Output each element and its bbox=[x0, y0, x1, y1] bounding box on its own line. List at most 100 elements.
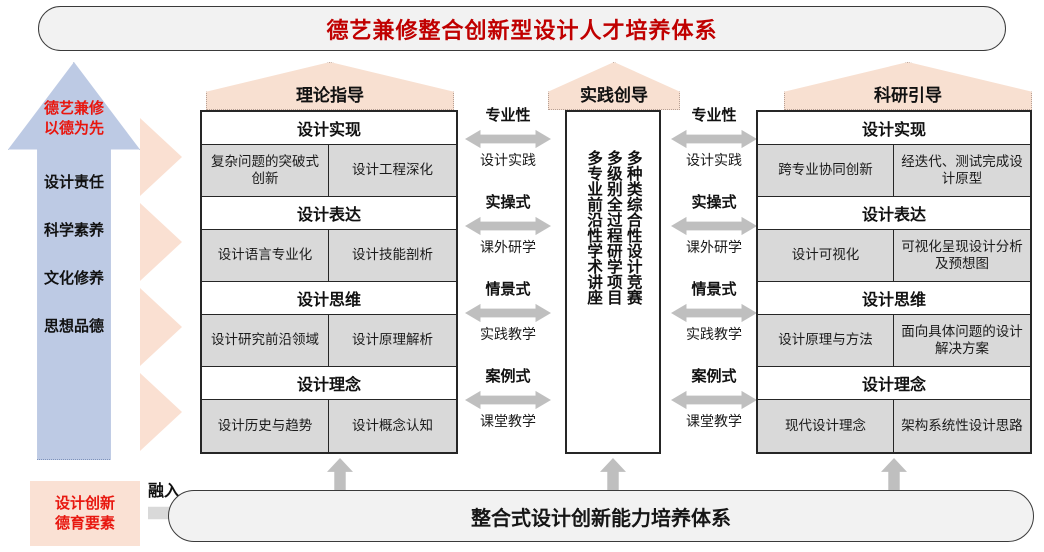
double-arrow-icon-l0 bbox=[465, 129, 551, 149]
double-arrow-icon-r3 bbox=[671, 390, 757, 410]
connector-left-bottom-3: 课堂教学 bbox=[480, 414, 536, 430]
banner-practice-creation: 实践创导 bbox=[548, 62, 680, 110]
left-section-3-head: 设计理念 bbox=[202, 367, 456, 400]
connector-column-right: 专业性 设计实践 实操式 课外研学 情景式 实践教学 案例式 课堂教学 bbox=[668, 108, 760, 456]
connector-left-top-1: 实操式 bbox=[485, 193, 531, 211]
connector-right-top-1: 实操式 bbox=[691, 193, 737, 211]
moral-arrow-header: 德艺兼修 以德为先 bbox=[44, 98, 104, 139]
left-section-3-cell-1: 设计概念认知 bbox=[352, 417, 433, 434]
left-section-0-row: 复杂问题的突破式创新 设计工程深化 bbox=[202, 145, 456, 197]
banner-practice-label: 实践创导 bbox=[580, 86, 648, 106]
banner-research-label: 科研引导 bbox=[874, 86, 942, 106]
double-arrow-icon-r0 bbox=[671, 129, 757, 149]
chevron-arrow-icon-0 bbox=[140, 118, 182, 196]
connector-column-left: 专业性 设计实践 实操式 课外研学 情景式 实践教学 案例式 课堂教学 bbox=[462, 108, 554, 456]
double-arrow-icon-l2 bbox=[465, 303, 551, 323]
main-title-banner: 德艺兼修整合创新型设计人才培养体系 bbox=[38, 6, 1006, 51]
double-arrow-icon-r2 bbox=[671, 303, 757, 323]
page-title: 德艺兼修整合创新型设计人才培养体系 bbox=[326, 18, 718, 44]
right-section-3-cell-0: 现代设计理念 bbox=[758, 400, 894, 452]
center-column-0: 多种类综合性设计竞赛 bbox=[624, 150, 643, 305]
connector-right-top-0: 专业性 bbox=[691, 106, 737, 124]
moral-elements-text: 设计创新 德育要素 bbox=[55, 494, 115, 533]
bottom-system-label: 整合式设计创新能力培养体系 bbox=[471, 505, 731, 530]
connector-left-bottom-0: 设计实践 bbox=[480, 153, 536, 169]
double-arrow-icon-l1 bbox=[465, 216, 551, 236]
moral-arrow-item-2: 文化修养 bbox=[43, 268, 104, 287]
left-section-0-head: 设计实现 bbox=[202, 112, 456, 145]
right-section-2-cell-0: 设计原理与方法 bbox=[758, 315, 894, 366]
center-column-2: 多专业前沿性学术讲座 bbox=[585, 150, 604, 305]
connector-left-group-0: 专业性 设计实践 bbox=[462, 108, 554, 195]
right-section-1-cell-1: 可视化呈现设计分析及预想图 bbox=[901, 238, 1023, 272]
right-section-0-head: 设计实现 bbox=[758, 112, 1030, 145]
center-practice-panel: 多种类综合性设计竞赛 多级别全过程研学项目 多专业前沿性学术讲座 bbox=[565, 110, 661, 454]
moral-elements-line2: 德育要素 bbox=[54, 513, 115, 532]
left-section-1-head: 设计表达 bbox=[202, 197, 456, 230]
right-capability-panel: 设计实现 跨专业协同创新 经迭代、测试完成设计原型 设计表达 设计可视化 可视化… bbox=[756, 110, 1032, 454]
right-section-3-head: 设计理念 bbox=[758, 367, 1030, 400]
left-section-1-cell-0: 设计语言专业化 bbox=[202, 230, 329, 281]
banner-research-guidance: 科研引导 bbox=[784, 62, 1032, 110]
up-arrow-icon-left bbox=[327, 458, 353, 491]
right-section-0-cell-1: 经迭代、测试完成设计原型 bbox=[901, 153, 1023, 187]
right-section-1-row: 设计可视化 可视化呈现设计分析及预想图 bbox=[758, 230, 1030, 282]
up-arrow-icon-center bbox=[600, 458, 626, 491]
chevron-arrow-icon-3 bbox=[140, 373, 182, 451]
center-column-1: 多级别全过程研学项目 bbox=[604, 150, 623, 305]
banner-theory-label: 理论指导 bbox=[296, 86, 364, 106]
right-section-1-head: 设计表达 bbox=[758, 197, 1030, 230]
left-section-3-row: 设计历史与趋势 设计概念认知 bbox=[202, 400, 456, 452]
connector-left-top-0: 专业性 bbox=[485, 106, 531, 124]
moral-arrow-header-line2: 以德为先 bbox=[43, 119, 104, 138]
right-section-2-row: 设计原理与方法 面向具体问题的设计解决方案 bbox=[758, 315, 1030, 367]
connector-left-top-3: 案例式 bbox=[485, 367, 531, 385]
connector-left-group-3: 案例式 课堂教学 bbox=[462, 369, 554, 456]
right-section-2-head: 设计思维 bbox=[758, 282, 1030, 315]
banner-theory-guidance: 理论指导 bbox=[206, 62, 454, 110]
moral-arrow-item-0: 设计责任 bbox=[43, 172, 104, 191]
connector-left-bottom-1: 课外研学 bbox=[480, 240, 536, 256]
left-section-0-cell-0: 复杂问题的突破式创新 bbox=[202, 145, 329, 196]
connector-left-group-2: 情景式 实践教学 bbox=[462, 282, 554, 369]
connector-right-bottom-0: 设计实践 bbox=[686, 153, 742, 169]
connector-right-top-3: 案例式 bbox=[691, 367, 737, 385]
bottom-system-banner: 整合式设计创新能力培养体系 bbox=[168, 490, 1034, 542]
connector-right-group-1: 实操式 课外研学 bbox=[668, 195, 760, 282]
connector-right-top-2: 情景式 bbox=[691, 280, 737, 298]
merge-label: 融入 bbox=[148, 481, 181, 500]
left-section-2-cell-0: 设计研究前沿领域 bbox=[202, 315, 329, 366]
left-capability-panel: 设计实现 复杂问题的突破式创新 设计工程深化 设计表达 设计语言专业化 设计技能… bbox=[200, 110, 458, 454]
moral-education-arrow-content: 德艺兼修 以德为先 设计责任 科学素养 文化修养 思想品德 bbox=[8, 62, 140, 460]
moral-elements-line1: 设计创新 bbox=[54, 494, 115, 512]
right-section-0-cell-0: 跨专业协同创新 bbox=[758, 145, 894, 196]
right-section-1-cell-0: 设计可视化 bbox=[758, 230, 894, 281]
left-section-2-cell-1: 设计原理解析 bbox=[352, 332, 433, 349]
moral-arrow-item-1: 科学素养 bbox=[43, 220, 104, 239]
connector-right-bottom-3: 课堂教学 bbox=[686, 414, 742, 430]
connector-right-bottom-2: 实践教学 bbox=[686, 327, 742, 343]
chevron-arrow-icon-2 bbox=[140, 288, 182, 366]
left-section-2-head: 设计思维 bbox=[202, 282, 456, 315]
right-section-0-row: 跨专业协同创新 经迭代、测试完成设计原型 bbox=[758, 145, 1030, 197]
connector-right-bottom-1: 课外研学 bbox=[686, 240, 742, 256]
right-section-3-cell-1: 架构系统性设计思路 bbox=[901, 417, 1023, 434]
connector-right-group-3: 案例式 课堂教学 bbox=[668, 369, 760, 456]
chevron-arrow-icon-1 bbox=[140, 203, 182, 281]
double-arrow-icon-l3 bbox=[465, 390, 551, 410]
left-section-2-row: 设计研究前沿领域 设计原理解析 bbox=[202, 315, 456, 367]
connector-right-group-0: 专业性 设计实践 bbox=[668, 108, 760, 195]
double-arrow-icon-r1 bbox=[671, 216, 757, 236]
moral-arrow-item-3: 思想品德 bbox=[43, 316, 104, 335]
left-section-0-cell-1: 设计工程深化 bbox=[352, 162, 433, 179]
right-section-2-cell-1: 面向具体问题的设计解决方案 bbox=[901, 323, 1023, 357]
up-arrow-icon-right bbox=[881, 458, 907, 491]
left-section-1-cell-1: 设计技能剖析 bbox=[352, 247, 433, 264]
connector-left-bottom-2: 实践教学 bbox=[480, 327, 536, 343]
connector-right-group-2: 情景式 实践教学 bbox=[668, 282, 760, 369]
left-section-1-row: 设计语言专业化 设计技能剖析 bbox=[202, 230, 456, 282]
moral-arrow-header-line1: 德艺兼修 bbox=[43, 99, 104, 117]
center-vertical-columns: 多种类综合性设计竞赛 多级别全过程研学项目 多专业前沿性学术讲座 bbox=[567, 150, 659, 305]
left-section-3-cell-0: 设计历史与趋势 bbox=[202, 400, 329, 452]
